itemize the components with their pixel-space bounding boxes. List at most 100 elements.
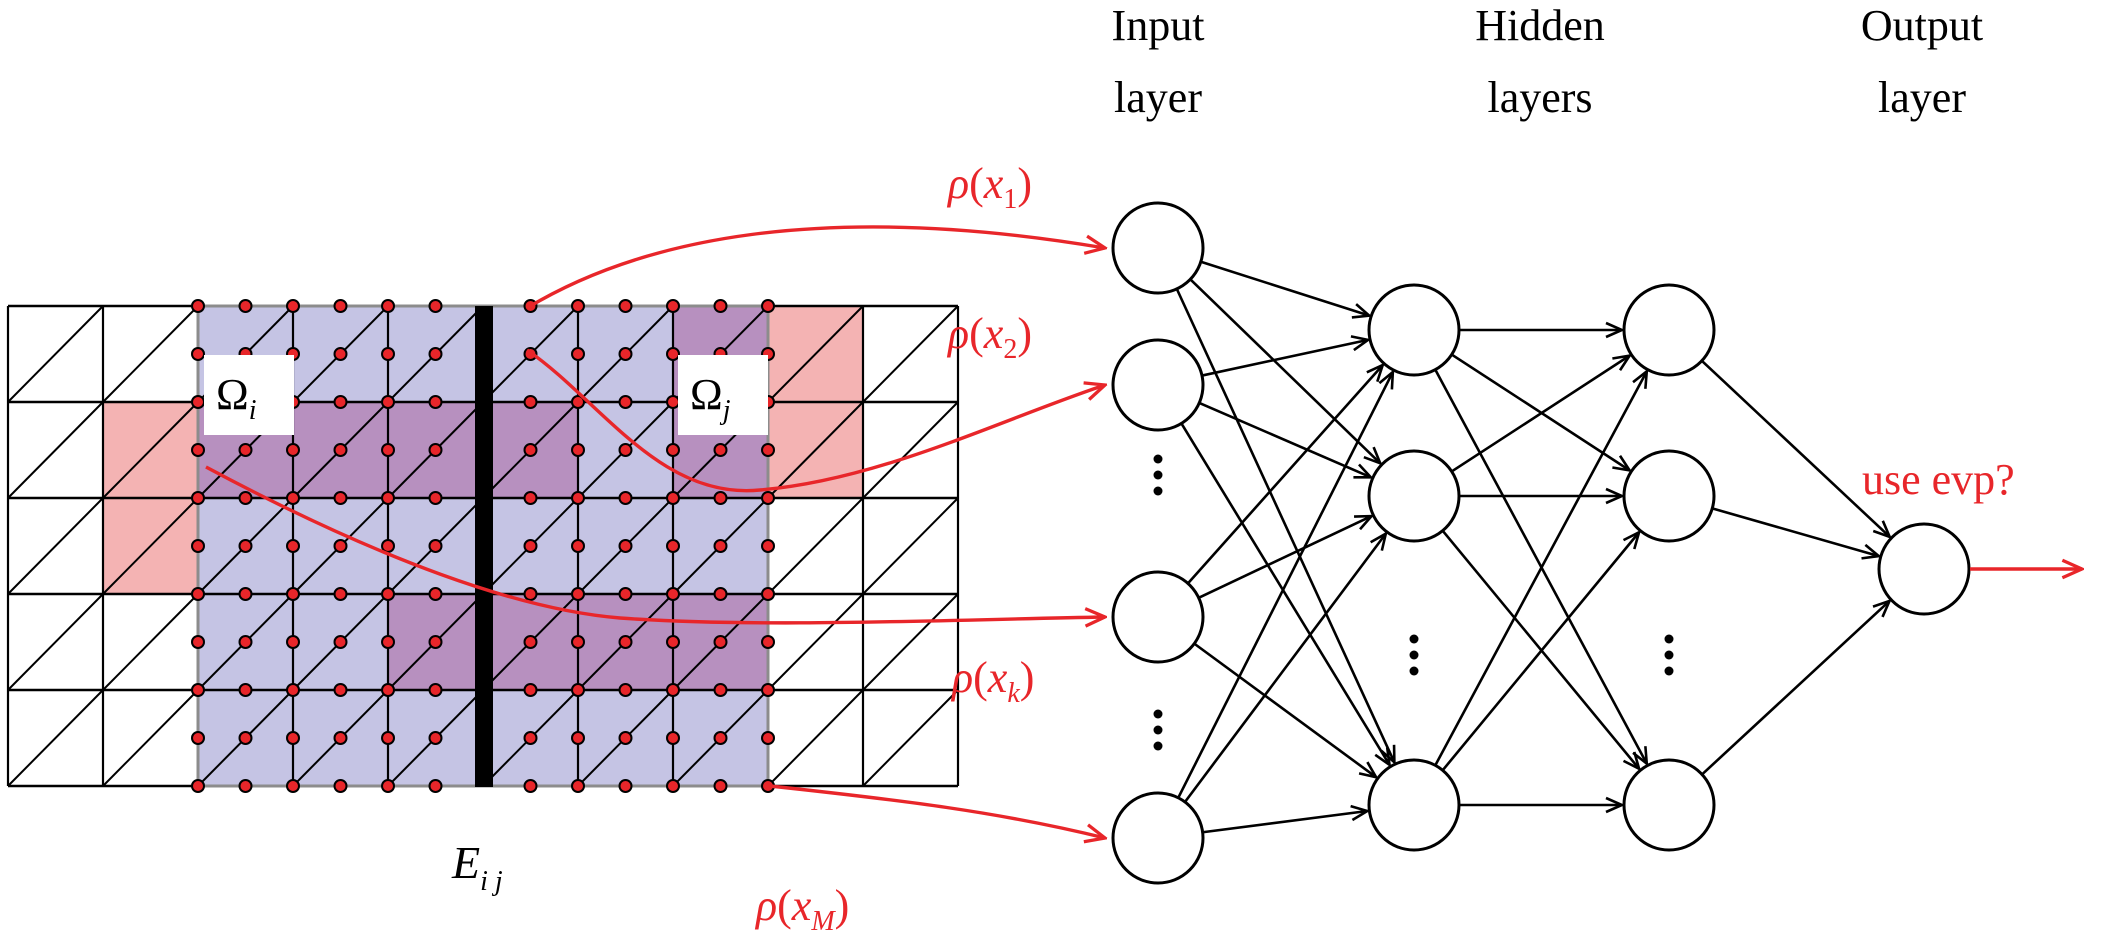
arrow-x1 bbox=[526, 225, 1105, 310]
sample-point bbox=[191, 299, 205, 313]
sample-point bbox=[761, 491, 775, 505]
sample-point bbox=[333, 491, 348, 505]
network-connection bbox=[1200, 260, 1369, 316]
output-layer-title-2: layer bbox=[1878, 73, 1966, 122]
sample-point bbox=[381, 587, 395, 601]
sample-point bbox=[761, 539, 775, 553]
sample-point bbox=[238, 779, 253, 793]
sample-point bbox=[666, 539, 680, 553]
network-connection bbox=[1193, 642, 1376, 778]
rho-x2-label: ρ(x2) bbox=[946, 309, 1032, 365]
sample-point bbox=[428, 395, 443, 409]
mesh-diagonal bbox=[102, 497, 199, 595]
mesh-diagonal bbox=[7, 689, 104, 787]
input-mapping-arrows bbox=[205, 225, 2082, 838]
sample-point bbox=[428, 731, 443, 745]
sample-point bbox=[571, 779, 585, 793]
ellipsis-dot bbox=[1409, 634, 1419, 644]
sample-point bbox=[238, 299, 253, 313]
neuron-node bbox=[1111, 570, 1205, 664]
sample-point bbox=[286, 443, 300, 457]
sample-point bbox=[666, 731, 680, 745]
sample-point bbox=[571, 731, 585, 745]
sample-point bbox=[238, 635, 253, 649]
ellipsis-dot bbox=[1153, 470, 1163, 480]
sample-point bbox=[571, 443, 585, 457]
sample-point bbox=[523, 539, 538, 553]
mesh-diagonal bbox=[7, 497, 104, 595]
sample-point bbox=[333, 347, 348, 361]
sample-point bbox=[286, 491, 300, 505]
sample-point bbox=[523, 731, 538, 745]
mesh-diagonal bbox=[767, 497, 864, 595]
sample-point bbox=[191, 347, 205, 361]
sample-point bbox=[191, 395, 205, 409]
sample-point bbox=[333, 635, 348, 649]
network-connection bbox=[1198, 516, 1372, 599]
input-layer-title-2: layer bbox=[1114, 73, 1202, 122]
sample-point bbox=[666, 443, 680, 457]
network-connection bbox=[1434, 371, 1646, 766]
network-connection bbox=[1177, 372, 1393, 799]
network-connection bbox=[1201, 340, 1368, 377]
ellipsis-dot bbox=[1664, 650, 1674, 660]
network-connection bbox=[1183, 534, 1386, 803]
network-connection bbox=[1202, 811, 1368, 834]
sample-point bbox=[761, 299, 775, 313]
sample-point bbox=[333, 395, 348, 409]
sample-point bbox=[618, 683, 633, 697]
neuron-node bbox=[1622, 758, 1716, 852]
network-connection bbox=[1700, 359, 1890, 537]
sample-point bbox=[523, 443, 538, 457]
neural-network bbox=[1111, 201, 1971, 885]
sample-point bbox=[381, 683, 395, 697]
sample-point bbox=[571, 299, 585, 313]
sample-point bbox=[571, 587, 585, 601]
ellipsis-dot bbox=[1664, 634, 1674, 644]
neuron-node bbox=[1111, 338, 1205, 432]
sample-point bbox=[428, 587, 443, 601]
sample-point bbox=[333, 587, 348, 601]
sample-point bbox=[618, 635, 633, 649]
sample-point bbox=[238, 731, 253, 745]
sample-point bbox=[428, 635, 443, 649]
ellipsis-dots bbox=[1153, 454, 1674, 751]
sample-point bbox=[428, 443, 443, 457]
sample-point bbox=[761, 635, 775, 649]
sample-point bbox=[761, 587, 775, 601]
arrow-xM bbox=[769, 784, 1105, 838]
sample-point bbox=[618, 587, 633, 601]
mesh-diagonal bbox=[102, 593, 199, 691]
sample-point bbox=[333, 779, 348, 793]
mesh-diagonal bbox=[7, 305, 104, 403]
mesh-diagonal bbox=[767, 401, 864, 499]
sample-point bbox=[381, 491, 395, 505]
sample-point bbox=[381, 635, 395, 649]
mesh-diagonal bbox=[7, 593, 104, 691]
rho-xk-label: ρ(xk) bbox=[950, 653, 1034, 709]
sample-point bbox=[381, 395, 395, 409]
sample-point bbox=[523, 395, 538, 409]
sample-point bbox=[618, 347, 633, 361]
sample-point bbox=[761, 731, 775, 745]
interface-label: Ei j bbox=[451, 837, 503, 897]
sample-point bbox=[286, 635, 300, 649]
sample-point bbox=[761, 683, 775, 697]
neuron-node bbox=[1367, 758, 1461, 852]
sample-point bbox=[666, 587, 680, 601]
sample-point bbox=[761, 443, 775, 457]
input-labels: ρ(x1) ρ(x2) ρ(xk) ρ(xM) use evp? bbox=[754, 159, 2015, 937]
sample-point bbox=[618, 443, 633, 457]
sample-point bbox=[618, 491, 633, 505]
sample-point bbox=[713, 491, 728, 505]
sample-point bbox=[523, 683, 538, 697]
sample-point bbox=[571, 683, 585, 697]
mesh-diagonal bbox=[862, 401, 959, 499]
mesh-diagonal bbox=[7, 401, 104, 499]
sample-point bbox=[618, 731, 633, 745]
sample-point bbox=[713, 539, 728, 553]
sample-point bbox=[238, 443, 253, 457]
omega-i-label: Ωi bbox=[216, 370, 256, 426]
sample-point bbox=[286, 683, 300, 697]
